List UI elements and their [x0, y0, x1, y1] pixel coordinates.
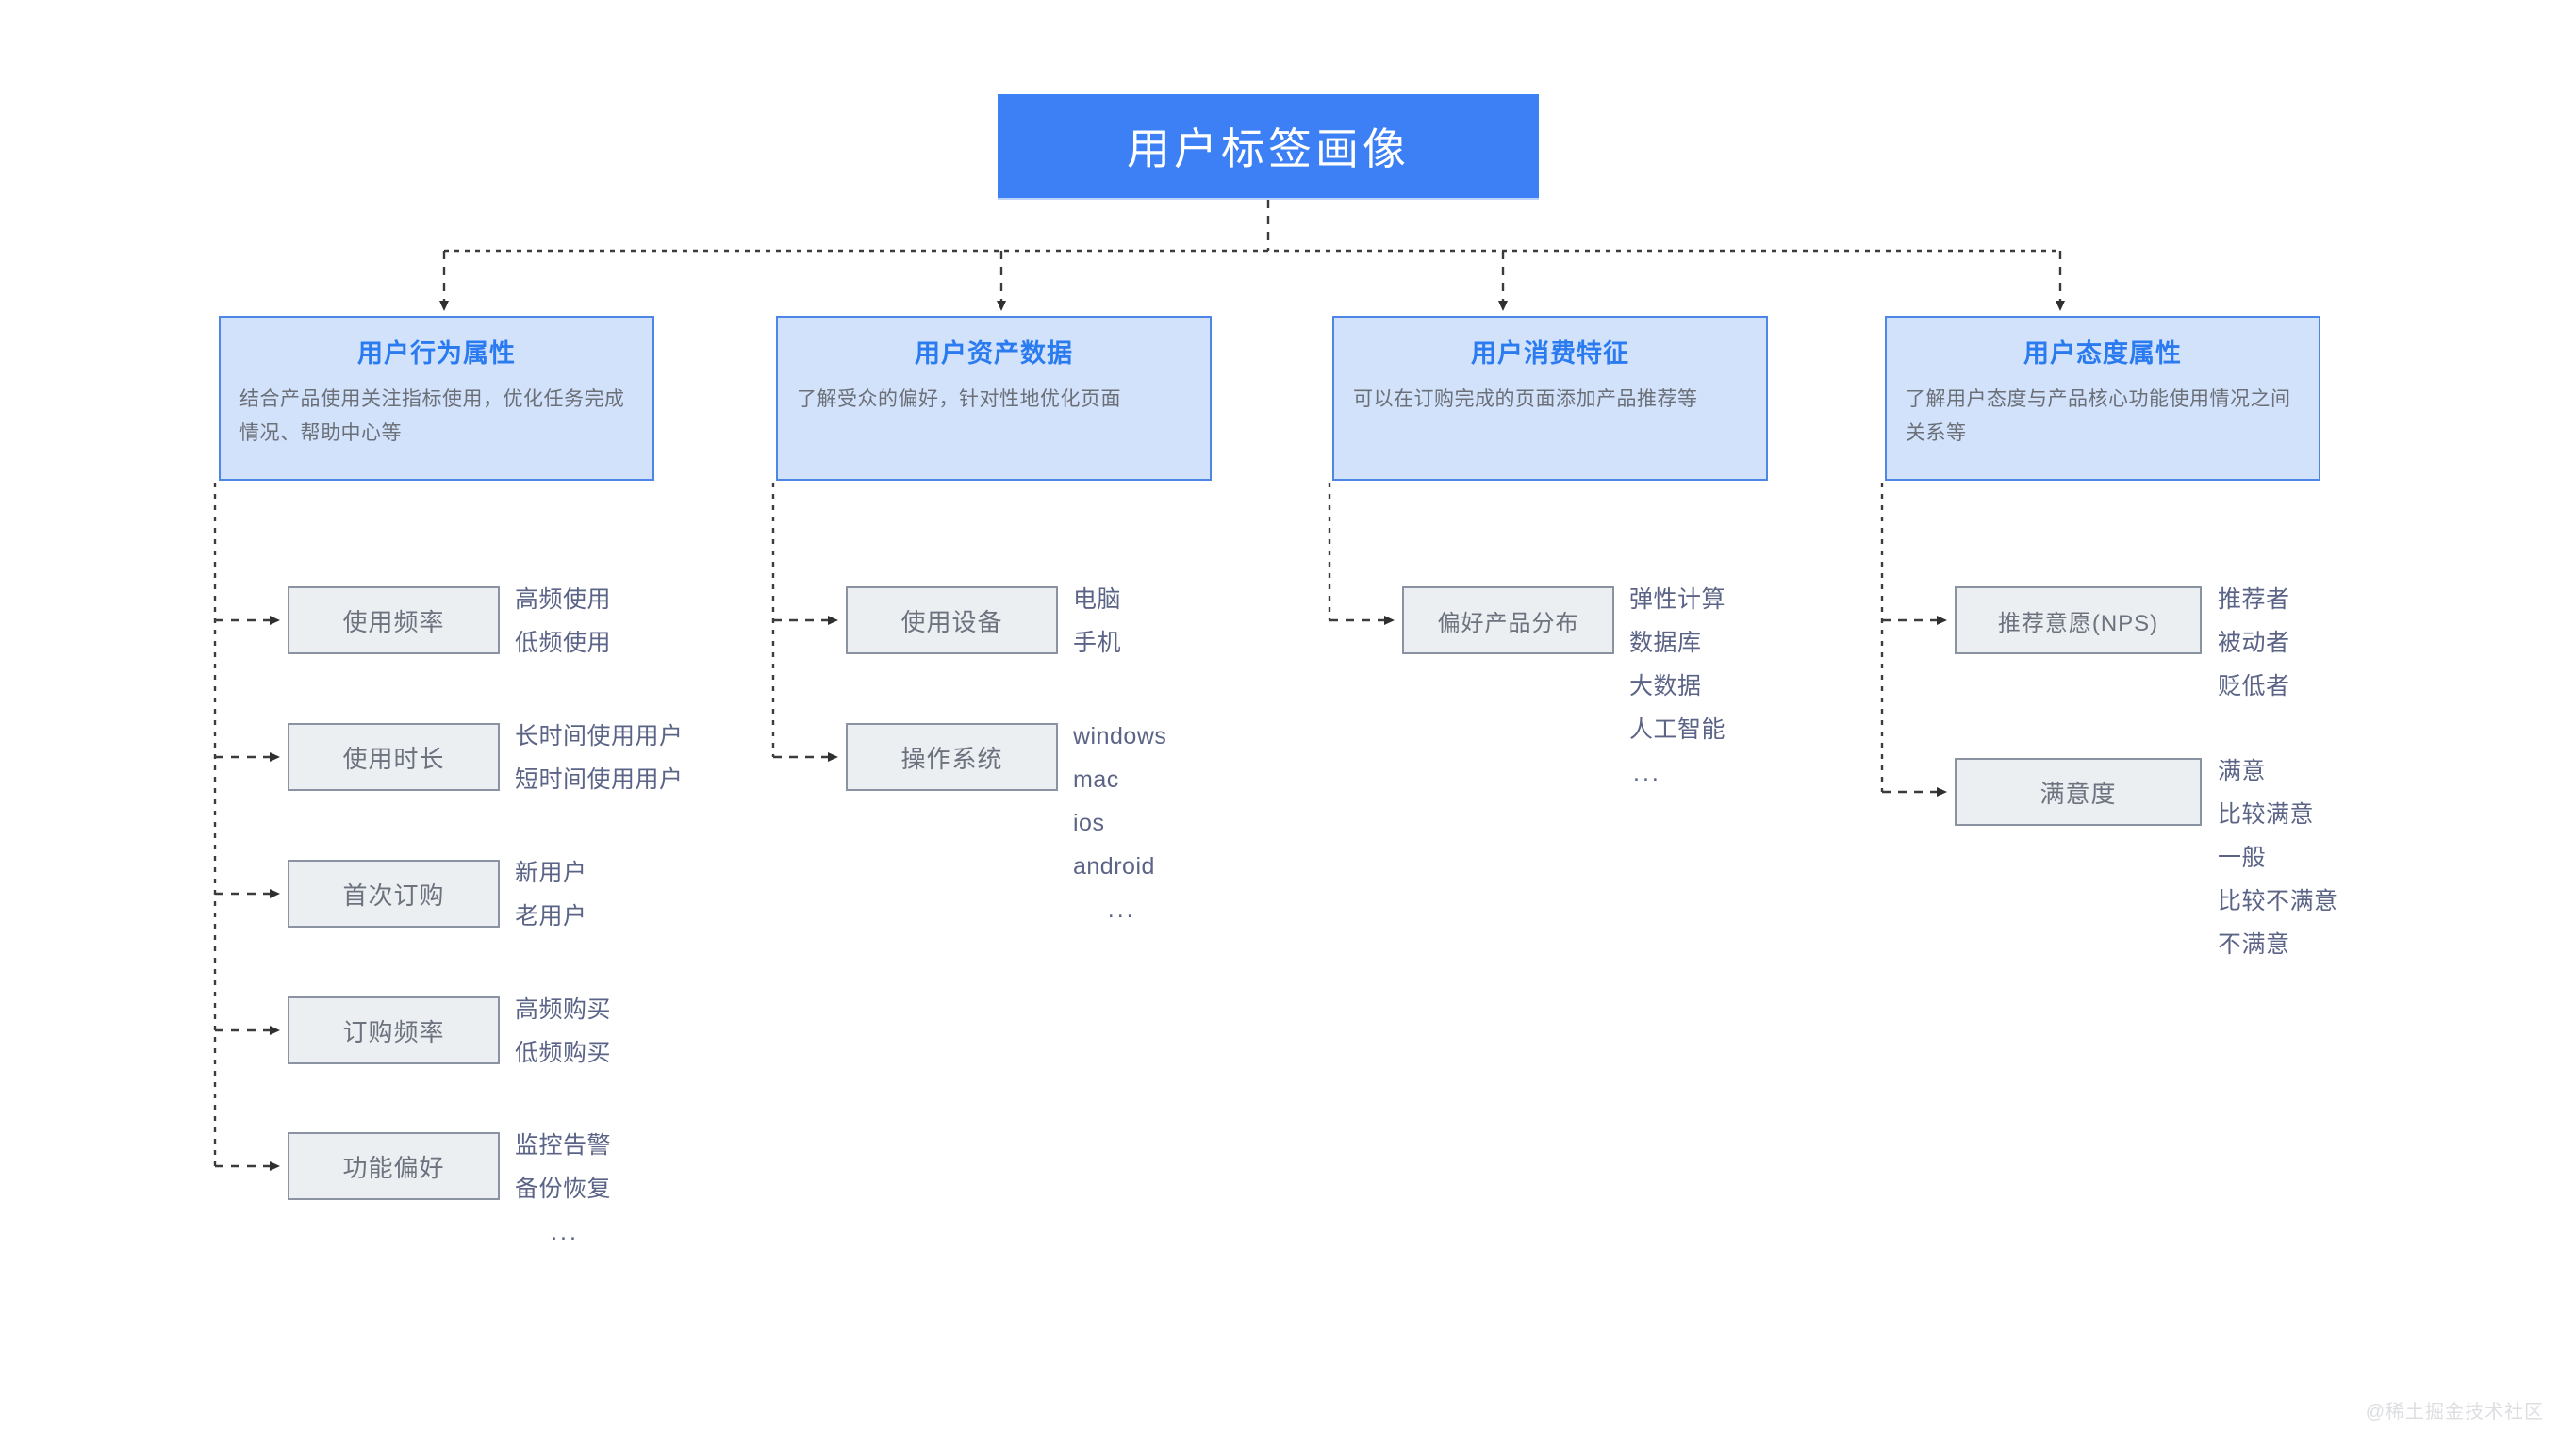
leaf-label-2-1: 使用设备	[900, 607, 1003, 636]
leaf-node-1-4[interactable]: 订购频率	[288, 996, 500, 1064]
leaf-label-1-2: 使用时长	[342, 744, 445, 773]
root-node[interactable]: 用户标签画像	[998, 94, 1539, 198]
leaf-node-4-1[interactable]: 推荐意愿(NPS)	[1955, 586, 2202, 654]
value-item: 比较满意	[2218, 801, 2315, 828]
leaf-values-2-1: 电脑 手机	[1073, 578, 1121, 665]
value-item: 满意	[2218, 758, 2267, 784]
value-ellipsis: ...	[551, 1219, 579, 1245]
leaf-values-1-3: 新用户 老用户	[515, 851, 587, 938]
category-node-4[interactable]: 用户态度属性 了解用户态度与产品核心功能使用情况之间关系等	[1885, 316, 2320, 481]
value-item: 低频使用	[515, 630, 612, 656]
category-desc-4: 了解用户态度与产品核心功能使用情况之间关系等	[1906, 388, 2291, 444]
leaf-node-1-2[interactable]: 使用时长	[288, 723, 500, 791]
leaf-values-4-1: 推荐者 被动者 贬低者	[2218, 578, 2290, 708]
value-item: 数据库	[1629, 630, 1702, 656]
category-title-3: 用户消费特征	[1471, 339, 1629, 368]
leaf-label-1-1: 使用频率	[342, 607, 445, 636]
value-item: 推荐者	[2218, 586, 2290, 613]
leaf-node-1-1[interactable]: 使用频率	[288, 586, 500, 654]
leaf-label-4-2: 满意度	[2039, 779, 2117, 808]
value-item: android	[1073, 853, 1155, 880]
category-desc-3: 可以在订购完成的页面添加产品推荐等	[1353, 388, 1698, 410]
leaf-values-1-1: 高频使用 低频使用	[515, 578, 611, 665]
category-desc-2: 了解受众的偏好，针对性地优化页面	[797, 388, 1121, 410]
category-desc-1: 结合产品使用关注指标使用，优化任务完成情况、帮助中心等	[239, 388, 625, 444]
category-title-4: 用户态度属性	[2023, 339, 2182, 368]
value-item: 被动者	[2218, 630, 2290, 656]
root-title: 用户标签画像	[1127, 124, 1410, 173]
value-item: 备份恢复	[515, 1176, 612, 1202]
value-item: 比较不满意	[2218, 888, 2338, 914]
leaf-label-1-4: 订购频率	[342, 1017, 445, 1046]
leaf-label-3-1: 偏好产品分布	[1437, 610, 1579, 636]
category-title-1: 用户行为属性	[357, 339, 516, 368]
leaf-label-1-5: 功能偏好	[342, 1153, 445, 1182]
value-item: 高频购买	[515, 996, 612, 1023]
leaf-values-4-2: 满意 比较满意 一般 比较不满意 不满意	[2218, 749, 2338, 966]
watermark: @稀土掘金技术社区	[2365, 1402, 2544, 1423]
value-item: 短时间使用用户	[515, 766, 684, 793]
value-item: 低频购买	[515, 1040, 612, 1066]
leaf-label-1-3: 首次订购	[342, 880, 445, 910]
value-item: 弹性计算	[1629, 586, 1726, 613]
leaf-node-2-1[interactable]: 使用设备	[846, 586, 1058, 654]
value-item: windows	[1073, 723, 1167, 749]
leaf-values-2-2: windows mac ios android ...	[1073, 715, 1166, 931]
category-node-2[interactable]: 用户资产数据 了解受众的偏好，针对性地优化页面	[776, 316, 1212, 481]
leaf-values-1-5: 监控告警 备份恢复 ...	[515, 1124, 611, 1254]
leaf-node-2-2[interactable]: 操作系统	[846, 723, 1058, 791]
leaf-label-4-1: 推荐意愿(NPS)	[1997, 610, 2159, 636]
leaf-values-1-4: 高频购买 低频购买	[515, 988, 611, 1075]
value-item: 大数据	[1629, 673, 1702, 699]
leaf-values-1-2: 长时间使用用户 短时间使用用户	[515, 715, 684, 801]
value-item: 高频使用	[515, 586, 612, 613]
value-item: 新用户	[515, 860, 587, 886]
value-item: 监控告警	[515, 1132, 612, 1159]
leaf-node-1-3[interactable]: 首次订购	[288, 860, 500, 928]
category-node-1[interactable]: 用户行为属性 结合产品使用关注指标使用，优化任务完成情况、帮助中心等	[219, 316, 654, 481]
value-ellipsis: ...	[1107, 897, 1136, 923]
leaf-values-3-1: 弹性计算 数据库 大数据 人工智能 ...	[1629, 578, 1726, 795]
category-title-2: 用户资产数据	[915, 339, 1073, 368]
value-item: 人工智能	[1629, 716, 1726, 743]
leaf-node-3-1[interactable]: 偏好产品分布	[1402, 586, 1614, 654]
category-node-3[interactable]: 用户消费特征 可以在订购完成的页面添加产品推荐等	[1332, 316, 1768, 481]
value-ellipsis: ...	[1633, 760, 1661, 786]
value-item: 一般	[2218, 845, 2267, 871]
value-item: 老用户	[515, 903, 587, 930]
leaf-node-1-5[interactable]: 功能偏好	[288, 1132, 500, 1200]
value-item: 电脑	[1073, 586, 1122, 613]
leaf-label-2-2: 操作系统	[900, 744, 1003, 773]
value-item: 不满意	[2218, 931, 2290, 958]
value-item: 手机	[1073, 630, 1122, 656]
value-item: ios	[1073, 810, 1105, 836]
value-item: 贬低者	[2218, 673, 2290, 699]
value-item: 长时间使用用户	[515, 723, 684, 749]
value-item: mac	[1073, 766, 1119, 793]
leaf-node-4-2[interactable]: 满意度	[1955, 758, 2202, 826]
